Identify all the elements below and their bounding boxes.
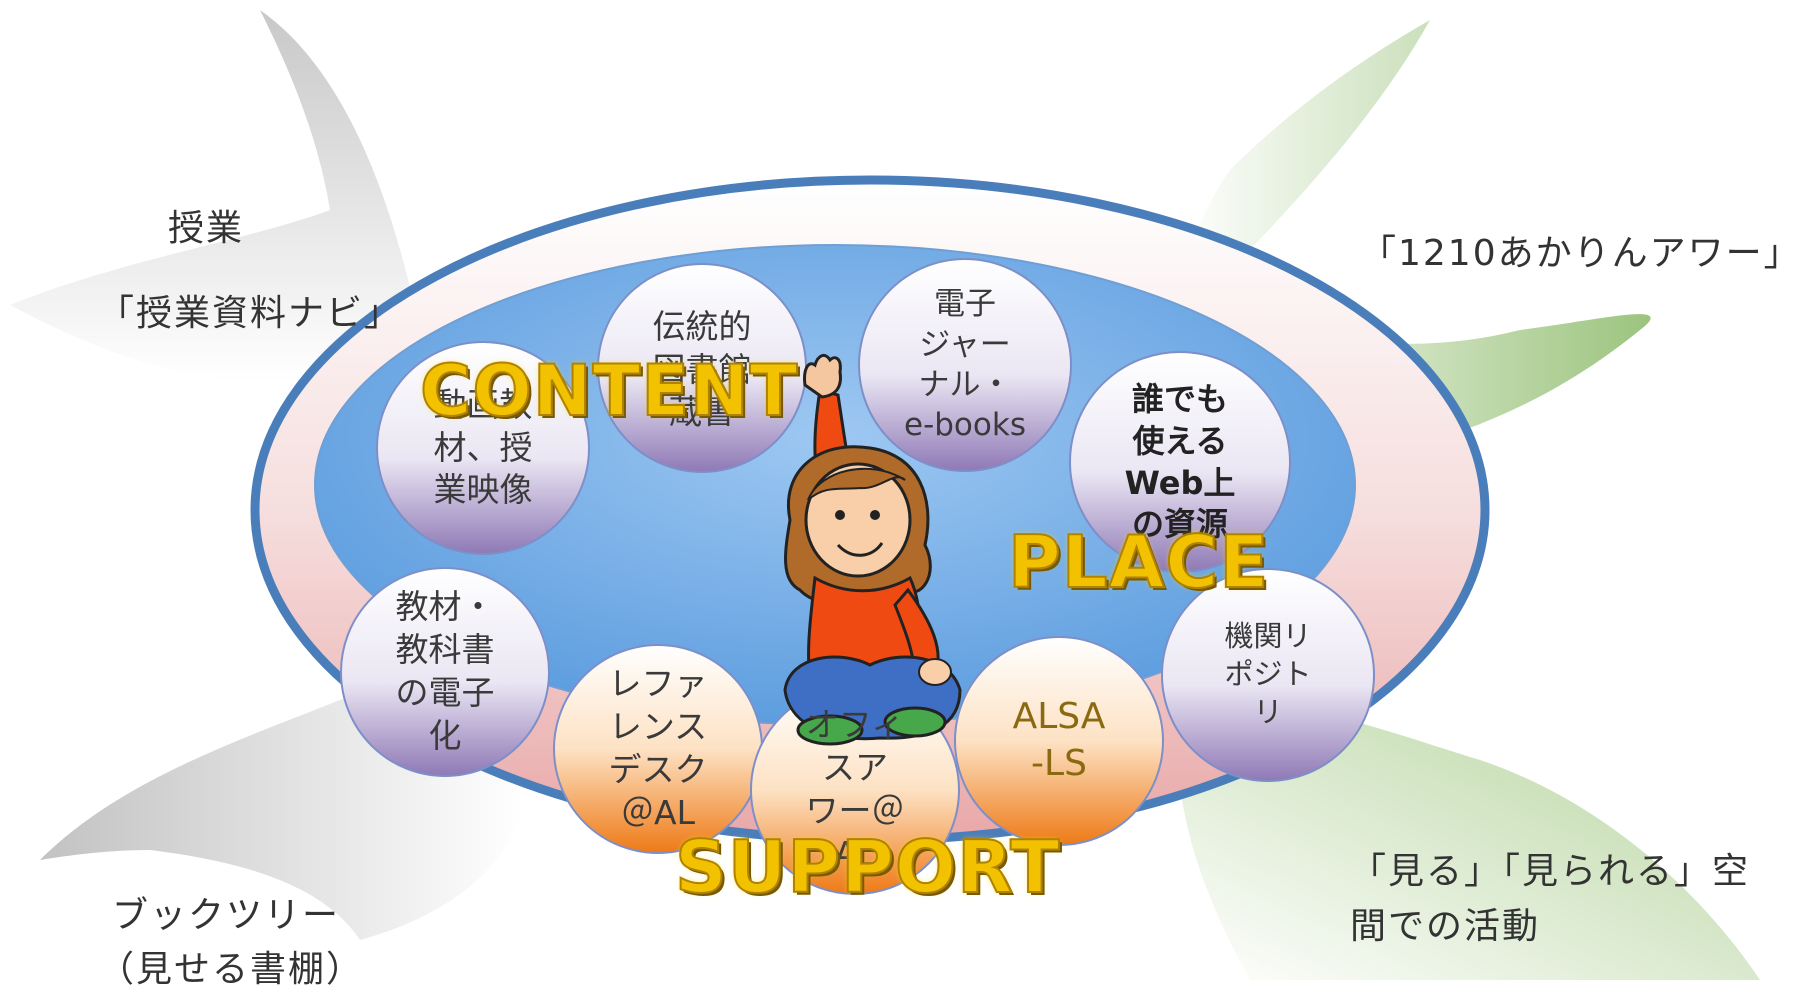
support-label: SUPPORT [674,824,1061,910]
top-right-text: 「1210あかりんアワー」 [1360,233,1802,274]
circle-label-reference: レファ レンス デスク ＠AL [608,664,708,832]
bubble-textbook [340,567,550,777]
circle-label-video: 動画教 材、授 業映像 [433,384,533,510]
content-label: CONTENT [419,349,799,433]
child-raising-hand-illustration [783,353,962,746]
bottom-right-text-line2: 間での活動 [1350,906,1541,947]
bottom-right-petal [1178,705,1760,980]
bottom-left-text-line1: ブックツリー [112,895,341,936]
circle-label-alsa: ALSA -LS [1012,696,1106,784]
circle-label-repository: 機関リ ポジト リ [1224,619,1312,729]
top-left-petal [10,10,420,382]
circle-label-office-hour: オフィ スア ワー＠ AL [805,705,905,873]
bubble-repository [1161,568,1375,782]
bubble-web [1069,351,1291,573]
top-left-text-line2: 「授業資料ナビ」 [98,293,403,334]
circle-label-textbook: 教材・ 教科書 の電子 化 [395,587,495,755]
bubble-journals [858,258,1072,472]
bubble-video [376,341,590,555]
circle-label-journals: 電子 ジャー ナル・ e-books [904,286,1026,444]
circle-label-web: 誰でも 使える Web上 の資源 [1124,380,1236,544]
bottom-left-text-line2: （見せる書棚） [98,949,365,990]
top-left-text-line1: 授業 [168,208,245,249]
place-label: PLACE [1007,519,1270,605]
circle-label-library: 伝統的 図書館 蔵書 [652,306,752,432]
bubble-alsa [954,636,1164,846]
bottom-right-text-line1: 「見る」「見られる」空 [1350,851,1751,892]
